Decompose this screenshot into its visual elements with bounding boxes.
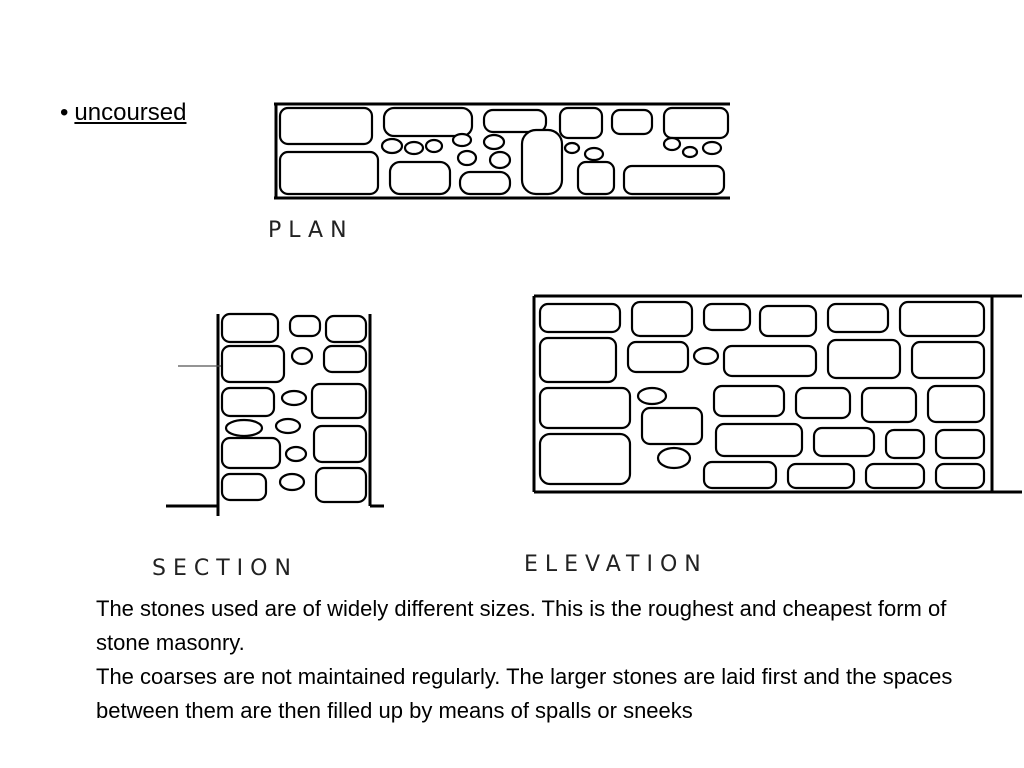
section-drawing — [166, 312, 384, 516]
description-paragraph-2: The coarses are not maintained regularly… — [96, 664, 953, 723]
description-paragraph-1: The stones used are of widely different … — [96, 596, 947, 655]
description-text: The stones used are of widely different … — [96, 592, 956, 728]
bullet-item: •uncoursed — [60, 98, 186, 128]
bullet-term: uncoursed — [74, 99, 187, 126]
bullet-marker: • — [60, 99, 69, 126]
elevation-drawing — [532, 294, 1022, 494]
section-label: SECTION — [152, 556, 298, 581]
elevation-label: ELEVATION — [524, 552, 708, 577]
plan-drawing — [274, 102, 730, 200]
plan-label: PLAN — [268, 218, 354, 243]
